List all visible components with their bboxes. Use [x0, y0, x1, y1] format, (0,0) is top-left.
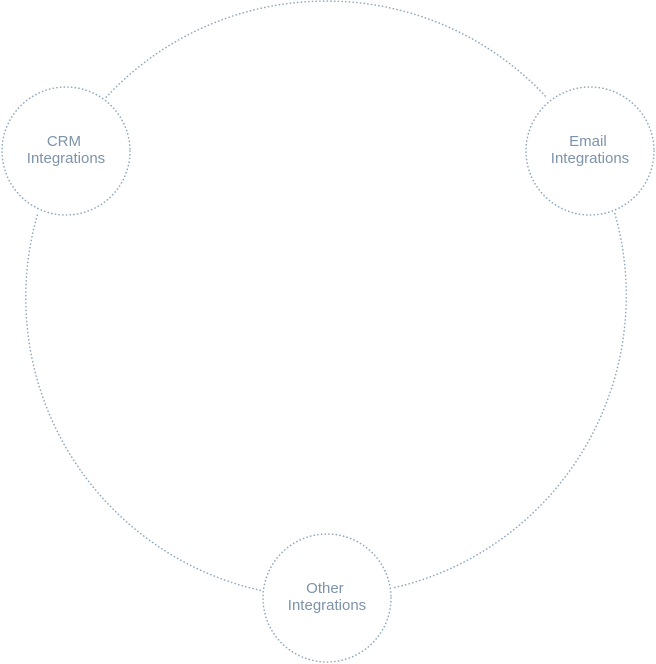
- node-email-label-line1: Email: [569, 133, 607, 150]
- arc-email-to-other: [391, 212, 628, 589]
- node-other-label-line1: Other: [306, 580, 344, 597]
- node-crm-label-line2: Integrations: [27, 150, 105, 167]
- connection-ring: [24, 0, 628, 592]
- node-other-label-line2: Integrations: [288, 597, 366, 614]
- node-email-circle: [525, 86, 655, 216]
- node-crm-label: CRM Integrations: [27, 133, 105, 167]
- node-email-label: Email Integrations: [551, 133, 629, 167]
- arc-other-to-crm: [24, 212, 261, 592]
- node-other-label: Other Integrations: [288, 580, 366, 614]
- node-crm-integrations: CRM Integrations: [1, 86, 131, 216]
- node-other-circle: [262, 533, 392, 663]
- node-other-integrations: Other Integrations: [262, 533, 392, 663]
- node-crm-circle: [1, 86, 131, 216]
- node-email-integrations: Email Integrations: [525, 86, 655, 216]
- node-email-label-line2: Integrations: [551, 150, 629, 167]
- arc-crm-to-email: [105, 0, 548, 98]
- node-crm-label-line1: CRM: [47, 133, 81, 150]
